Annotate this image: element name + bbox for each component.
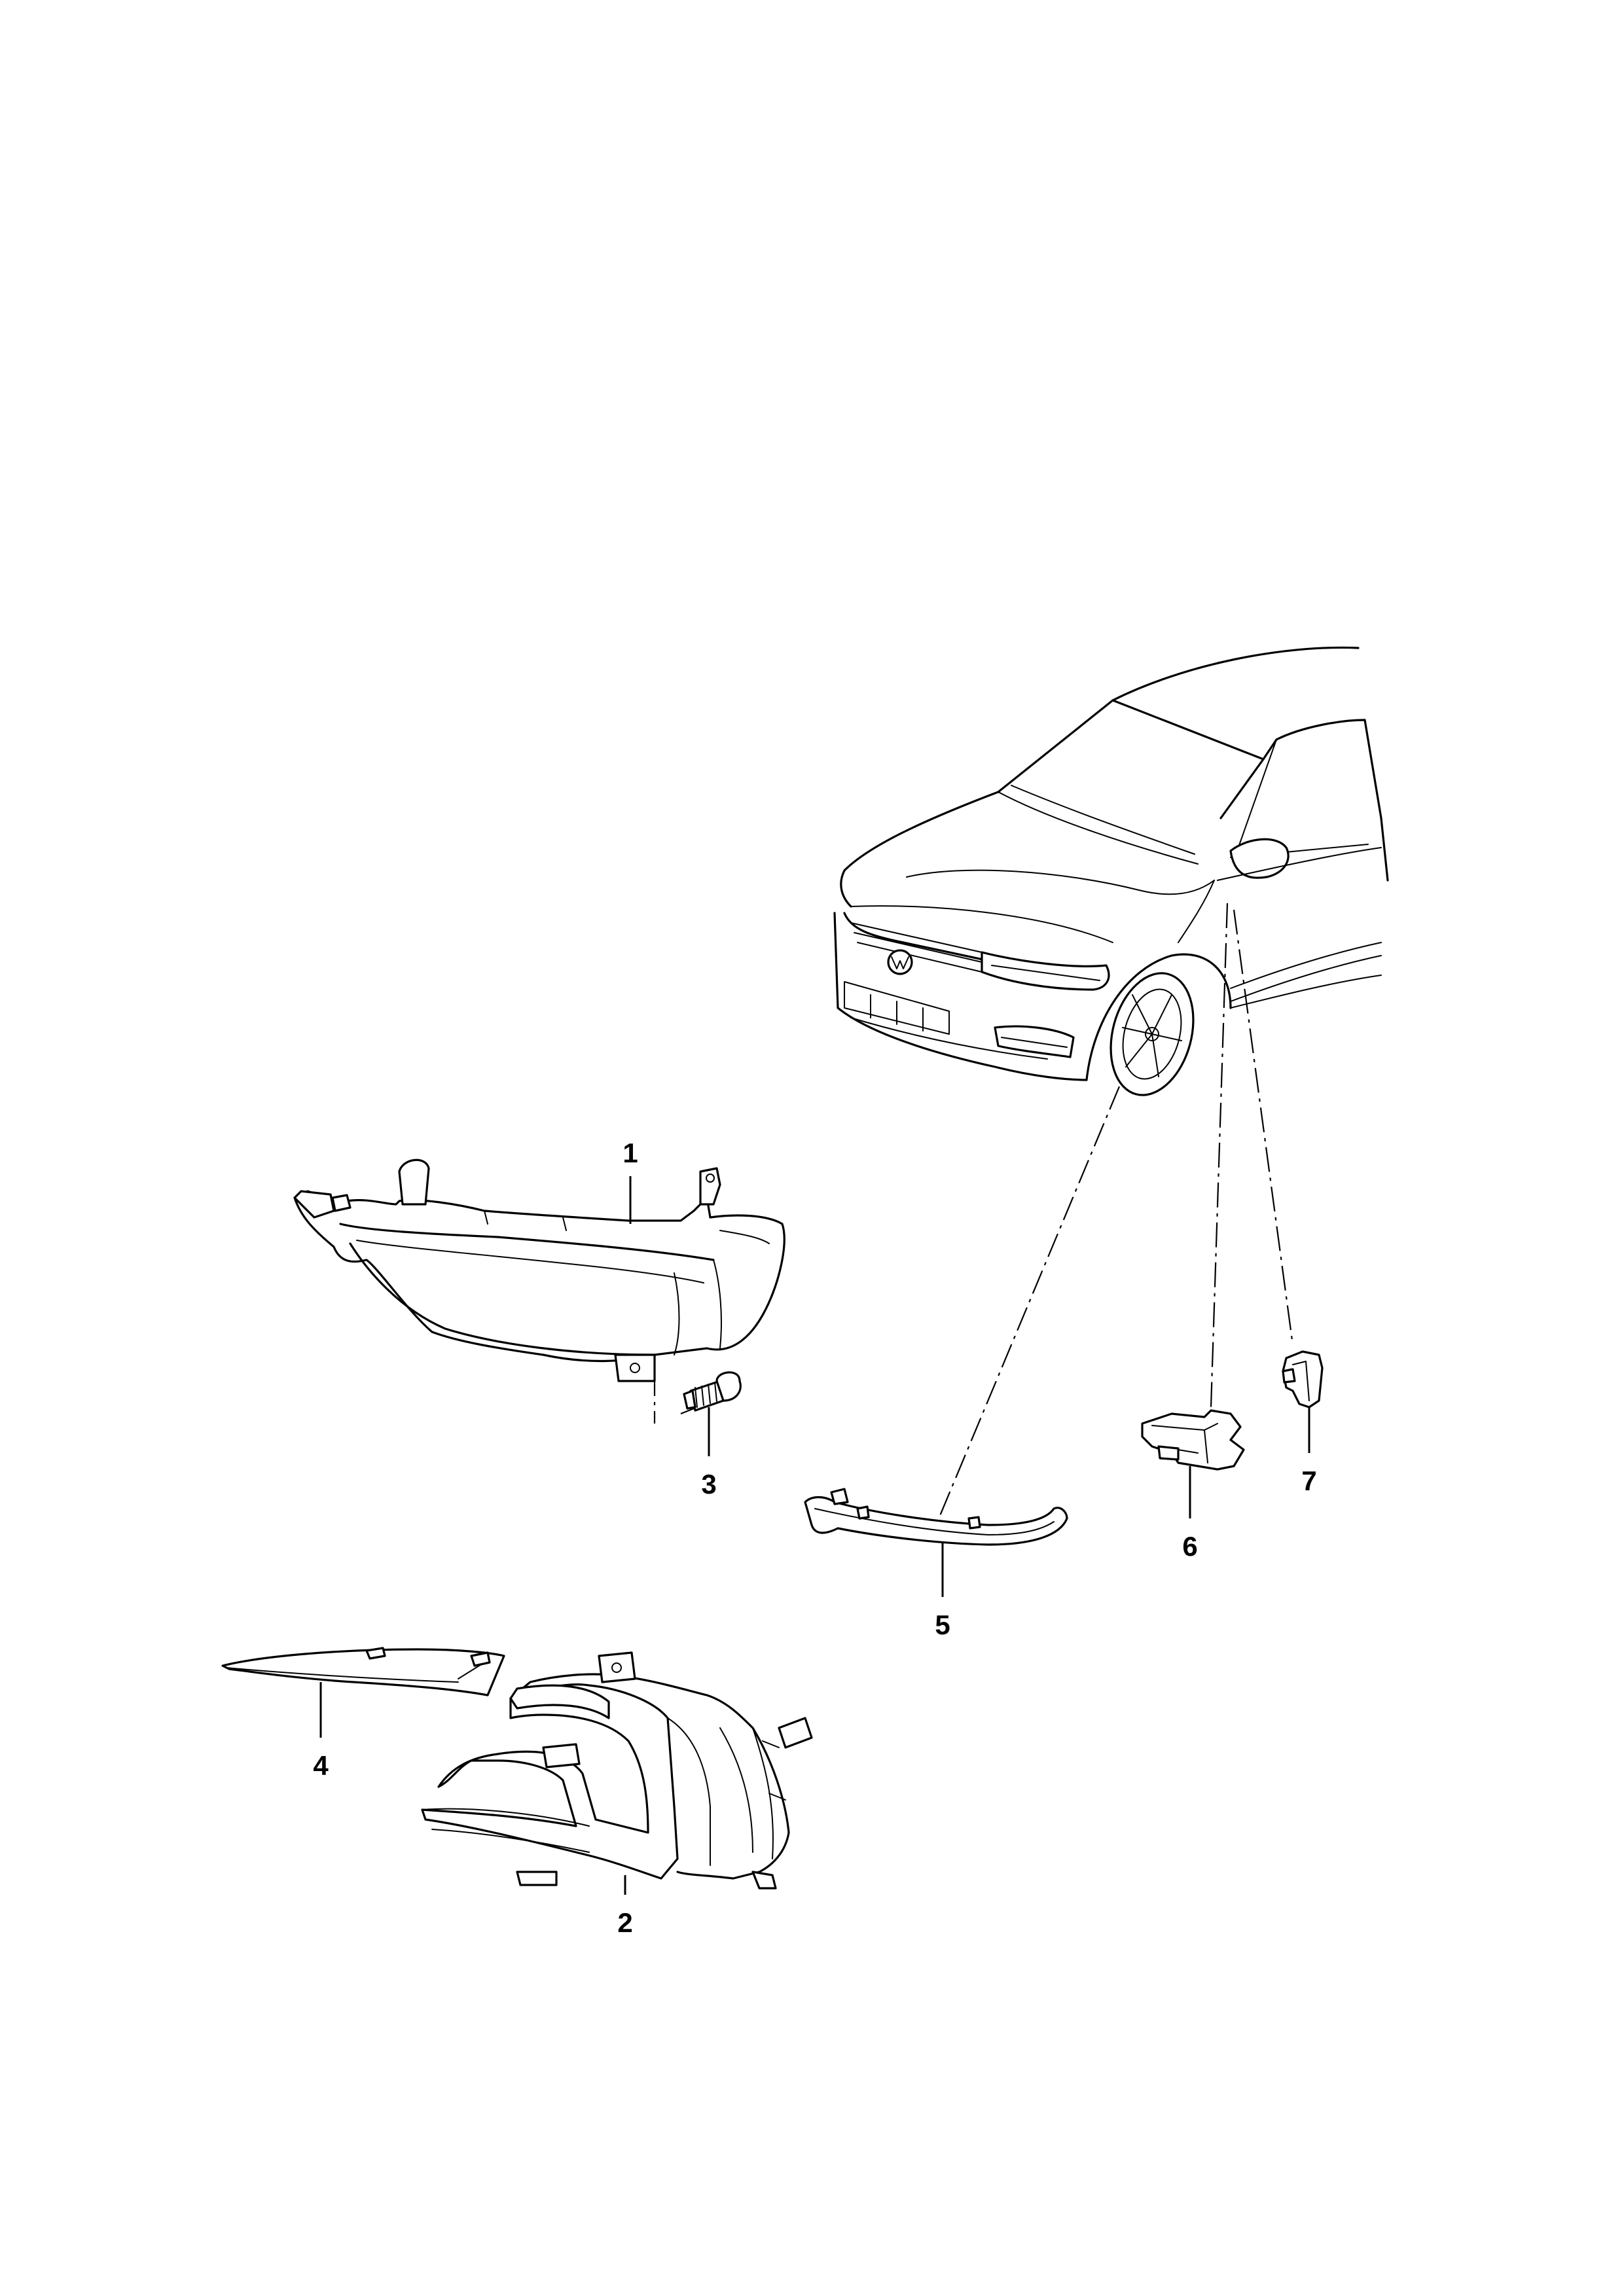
callout-labels: 1 2 3 4 5 6 7 [313, 1138, 1316, 1938]
callout-leaders [319, 1176, 1310, 1895]
part-1-fog-light-housing [293, 1158, 785, 1382]
callout-7: 7 [1301, 1465, 1316, 1496]
callout-5: 5 [935, 1609, 950, 1640]
callout-4: 4 [313, 1750, 329, 1781]
part-7-clip [1282, 1350, 1324, 1408]
car-illustration [833, 646, 1389, 1096]
part-6-bracket [1141, 1409, 1245, 1471]
callout-1: 1 [623, 1138, 638, 1168]
callout-3: 3 [701, 1469, 716, 1499]
part-2-fog-light-frame [421, 1651, 813, 1890]
part-5-curved-strip [804, 1488, 1068, 1546]
part-3-screw [683, 1371, 742, 1412]
part-4-trim-strip [221, 1647, 505, 1696]
callout-6: 6 [1182, 1531, 1197, 1562]
callout-2: 2 [617, 1907, 632, 1938]
